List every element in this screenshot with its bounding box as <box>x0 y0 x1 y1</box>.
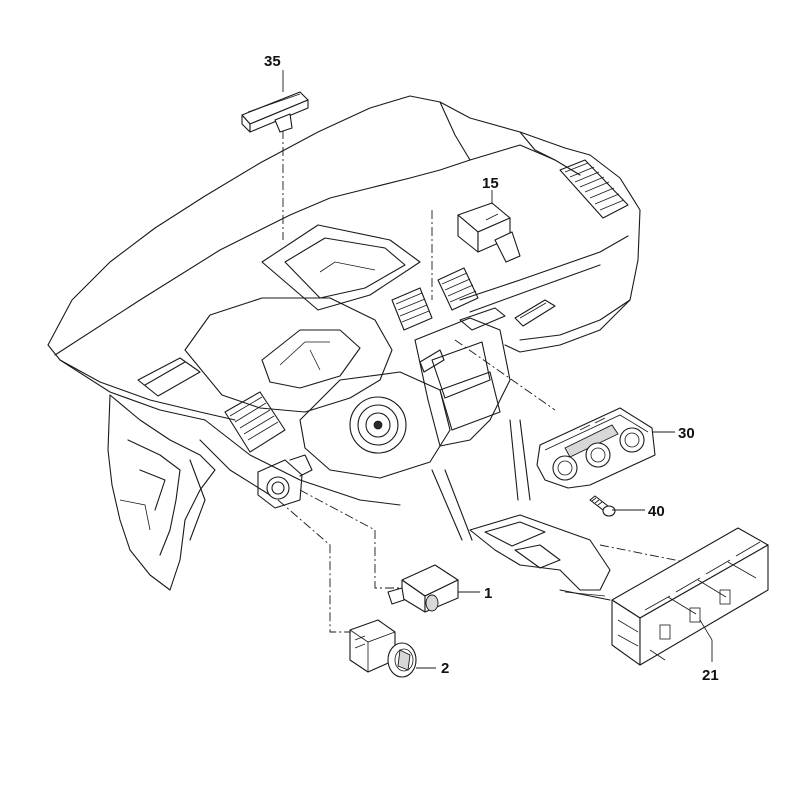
steering-column <box>299 349 451 479</box>
part-21-switch-panel <box>611 527 769 666</box>
assembly-lines <box>277 130 701 633</box>
center-console <box>414 307 531 541</box>
center-air-vents <box>391 267 479 331</box>
part-35-cap <box>241 91 309 133</box>
callout-40: 40 <box>648 503 665 520</box>
part-2-light-switch <box>349 619 417 678</box>
defrost-vent <box>137 357 201 397</box>
light-switch-opening <box>257 454 313 509</box>
center-storage-tray <box>261 224 421 311</box>
driver-knee-panel <box>107 394 401 591</box>
part-15-module <box>457 202 521 263</box>
callout-2: 2 <box>441 660 449 677</box>
lower-console <box>469 514 611 601</box>
dashboard-outline <box>47 95 641 421</box>
callout-1: 1 <box>484 585 492 602</box>
callout-35: 35 <box>264 53 281 70</box>
callout-labels: 35 15 30 40 1 21 2 <box>264 53 719 684</box>
left-air-vent <box>224 391 286 453</box>
callout-21: 21 <box>702 667 719 684</box>
part-40-screw <box>589 495 616 517</box>
callout-30: 30 <box>678 425 695 442</box>
callout-leaders <box>282 70 713 669</box>
part-30-climate-control <box>536 407 656 489</box>
callout-15: 15 <box>482 175 499 192</box>
instrument-cluster <box>184 297 393 413</box>
part-1-switch <box>387 564 459 613</box>
right-air-vent <box>559 159 629 219</box>
